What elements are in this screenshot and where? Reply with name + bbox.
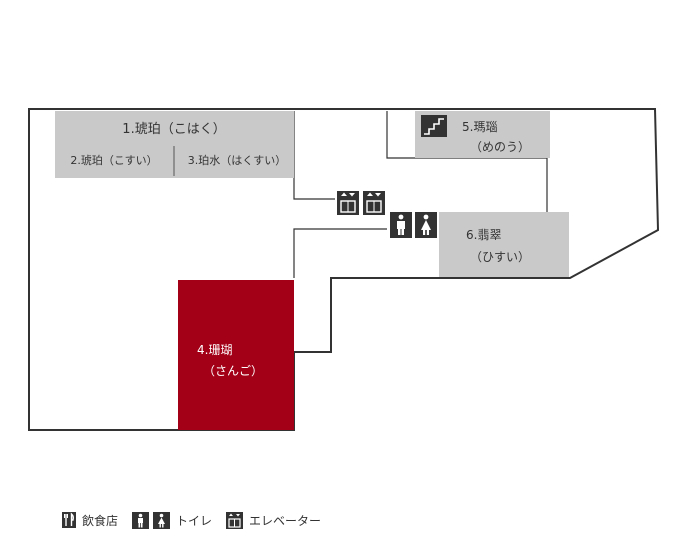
stairs-icon bbox=[421, 115, 447, 137]
room-hakusui-label: 3.珀水（はくすい） bbox=[188, 153, 287, 167]
room-meno-reading: （めのう） bbox=[470, 140, 530, 154]
restroom-female-icon bbox=[415, 212, 437, 238]
elevator-icon bbox=[337, 191, 359, 215]
legend-restroom-label: トイレ bbox=[176, 513, 213, 528]
elevator-icon bbox=[363, 191, 385, 215]
room-kosui-label: 2.琥珀（こすい） bbox=[70, 153, 157, 167]
elevator-icon bbox=[226, 511, 244, 529]
room-kohaku[interactable]: 1.琥珀（こはく） 2.琥珀（こすい） 3.珀水（はくすい） bbox=[55, 111, 294, 178]
restroom-icon bbox=[132, 511, 171, 529]
map-legend: 飲食店 トイレ エレベーター bbox=[62, 511, 335, 529]
room-meno-name: 5.瑪瑙 bbox=[462, 120, 497, 134]
room-sango[interactable]: 4.珊瑚 （さんご） bbox=[178, 280, 294, 430]
room-hisui-area bbox=[439, 212, 569, 277]
room-sango-name: 4.珊瑚 bbox=[197, 342, 232, 357]
room-hisui[interactable]: 6.翡翠 （ひすい） bbox=[439, 212, 569, 277]
room-kohaku-label: 1.琥珀（こはく） bbox=[122, 122, 225, 137]
legend-restaurant: 飲食店 bbox=[62, 512, 118, 529]
room-sango-reading: （さんご） bbox=[203, 363, 263, 378]
legend-elevator-label: エレベーター bbox=[249, 513, 322, 528]
wall-sango-corridor bbox=[293, 228, 387, 278]
restaurant-icon bbox=[62, 512, 76, 528]
legend-elevator: エレベーター bbox=[226, 511, 322, 529]
restroom-male-icon bbox=[390, 212, 412, 238]
room-hisui-reading: （ひすい） bbox=[470, 250, 530, 264]
legend-restaurant-label: 飲食店 bbox=[82, 513, 119, 528]
room-sango-area bbox=[178, 280, 294, 430]
legend-restroom: トイレ bbox=[132, 511, 213, 529]
room-hisui-name: 6.翡翠 bbox=[466, 228, 501, 242]
